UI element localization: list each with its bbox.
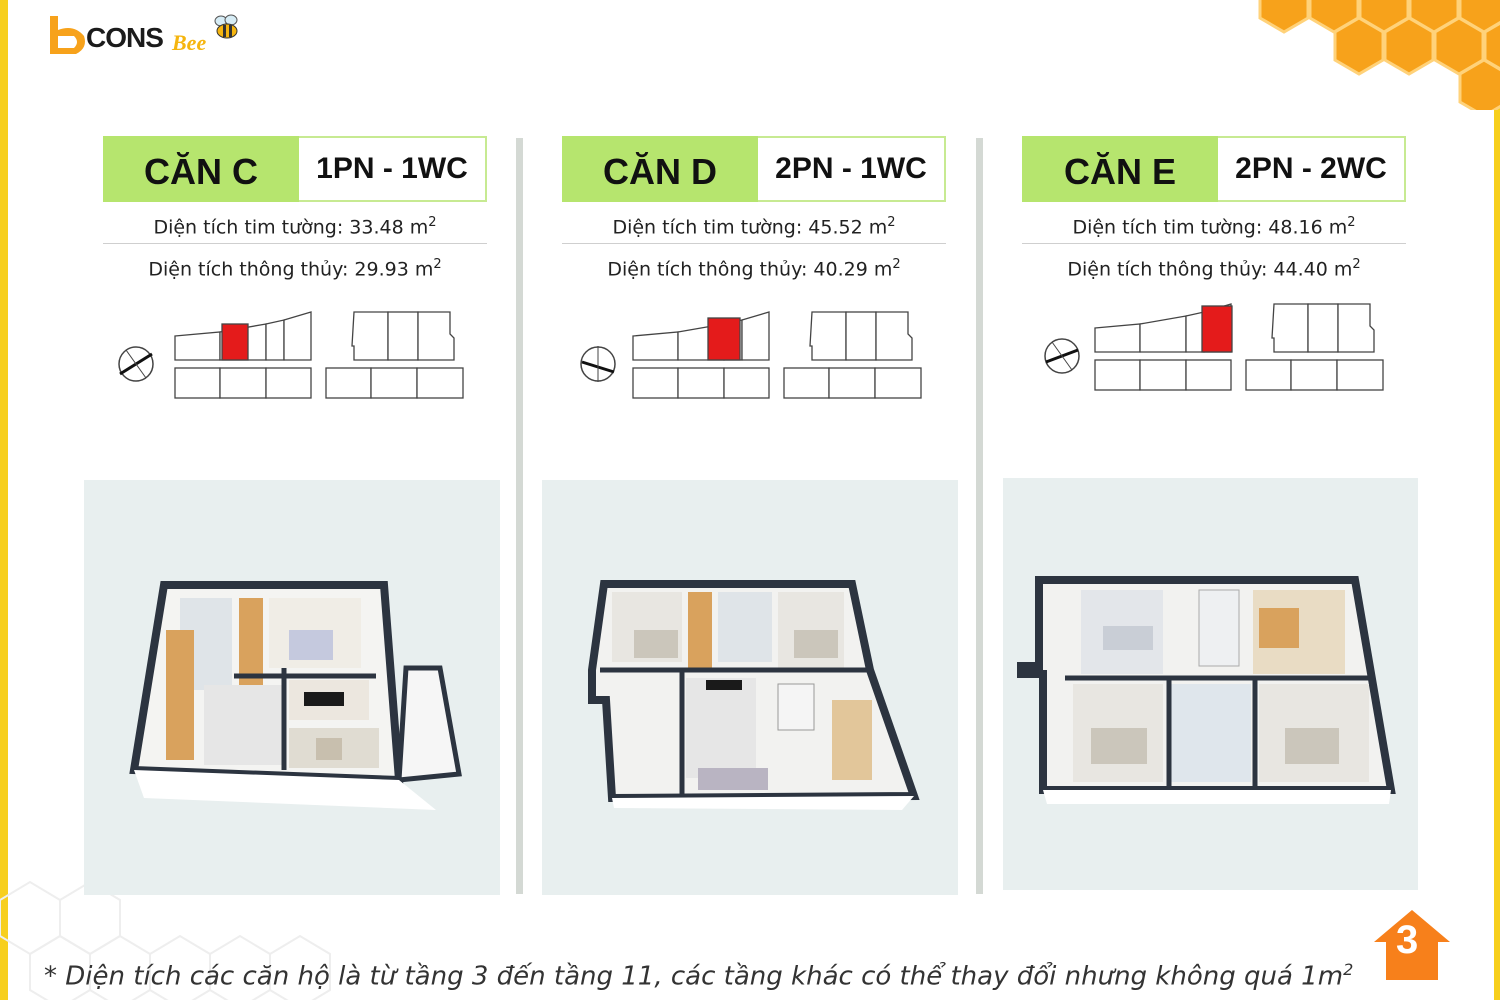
logo-accent-text: Bee [172, 30, 207, 55]
page-number-house-icon [1374, 910, 1450, 980]
column-divider [976, 138, 983, 894]
apartment-3d-render-d [588, 580, 920, 810]
column-divider [516, 138, 523, 894]
unit-card-c: CĂN C 1PN - 1WC Diện tích tim tường: 33.… [103, 136, 487, 286]
area-wall-center: Diện tích tim tường: 45.52 m2 [562, 202, 946, 244]
area-clear: Diện tích thông thủy: 44.40 m2 [1067, 257, 1361, 281]
logo-mark-icon [50, 16, 85, 54]
logo-main-text: CONS [86, 22, 164, 53]
unit-name: CĂN D [562, 136, 758, 202]
floorplan-render-c [84, 480, 500, 895]
highlighted-unit-marker [221, 323, 249, 361]
compass-icon [118, 346, 154, 382]
page-number: 3 [1396, 918, 1419, 962]
key-plan-e [1044, 303, 1384, 391]
unit-header: CĂN E 2PN - 2WC [1022, 136, 1406, 202]
floorplan-render-e [1003, 478, 1418, 890]
compass-icon [1044, 338, 1080, 374]
compass-icon [580, 346, 616, 382]
apartment-3d-render-c [129, 581, 462, 810]
unit-header: CĂN D 2PN - 1WC [562, 136, 946, 202]
key-plan-c [118, 311, 464, 399]
area-clear: Diện tích thông thủy: 29.93 m2 [148, 257, 442, 281]
unit-card-e: CĂN E 2PN - 2WC Diện tích tim tường: 48.… [1022, 136, 1406, 286]
apartment-3d-render-e [1017, 576, 1396, 804]
unit-name: CĂN C [103, 136, 299, 202]
area-wall-center: Diện tích tim tường: 33.48 m2 [103, 202, 487, 244]
honeycomb-decoration [1258, 0, 1500, 110]
bcons-bee-logo: CONS Bee [44, 10, 244, 62]
highlighted-unit-marker [1201, 305, 1233, 353]
unit-card-d: CĂN D 2PN - 1WC Diện tích tim tường: 45.… [562, 136, 946, 286]
floorplan-render-d [542, 480, 958, 895]
page-frame-left [0, 0, 8, 1000]
area-clear: Diện tích thông thủy: 40.29 m2 [607, 257, 901, 281]
unit-room-type: 1PN - 1WC [299, 136, 487, 202]
unit-room-type: 2PN - 1WC [758, 136, 946, 202]
highlighted-unit-marker [707, 317, 741, 361]
unit-name: CĂN E [1022, 136, 1218, 202]
unit-room-type: 2PN - 2WC [1218, 136, 1406, 202]
area-footnote: * Diện tích các căn hộ là từ tầng 3 đến … [44, 960, 1354, 992]
bee-icon [214, 14, 238, 39]
page-frame-right [1494, 0, 1500, 1000]
unit-header: CĂN C 1PN - 1WC [103, 136, 487, 202]
area-wall-center: Diện tích tim tường: 48.16 m2 [1022, 202, 1406, 244]
key-plan-d [580, 311, 922, 399]
